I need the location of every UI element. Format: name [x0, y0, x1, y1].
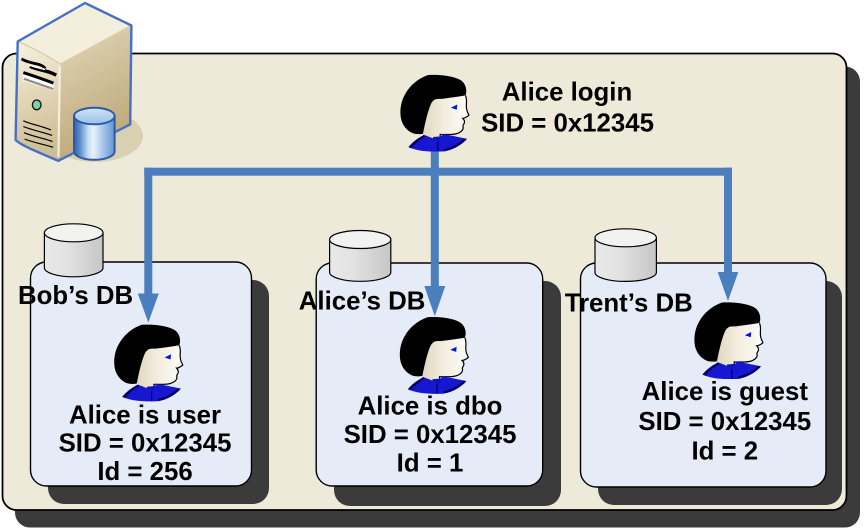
svg-text:SID = 0x12345: SID = 0x12345: [638, 408, 811, 436]
svg-text:Alice’s DB: Alice’s DB: [299, 287, 426, 315]
svg-text:Id = 256: Id = 256: [97, 458, 192, 486]
svg-text:SID = 0x12345: SID = 0x12345: [344, 421, 517, 449]
svg-text:Alice is dbo: Alice is dbo: [358, 393, 503, 421]
svg-text:Id = 1: Id = 1: [397, 450, 464, 478]
svg-text:Bob’s DB: Bob’s DB: [18, 282, 133, 310]
svg-text:Id = 2: Id = 2: [691, 437, 758, 465]
svg-text:SID = 0x12345: SID = 0x12345: [481, 109, 654, 137]
svg-text:SID = 0x12345: SID = 0x12345: [59, 430, 232, 458]
svg-text:Trent’s DB: Trent’s DB: [565, 290, 693, 318]
svg-text:Alice is user: Alice is user: [69, 401, 221, 429]
svg-text:Alice is guest: Alice is guest: [642, 378, 809, 406]
svg-text:Alice login: Alice login: [502, 79, 632, 107]
